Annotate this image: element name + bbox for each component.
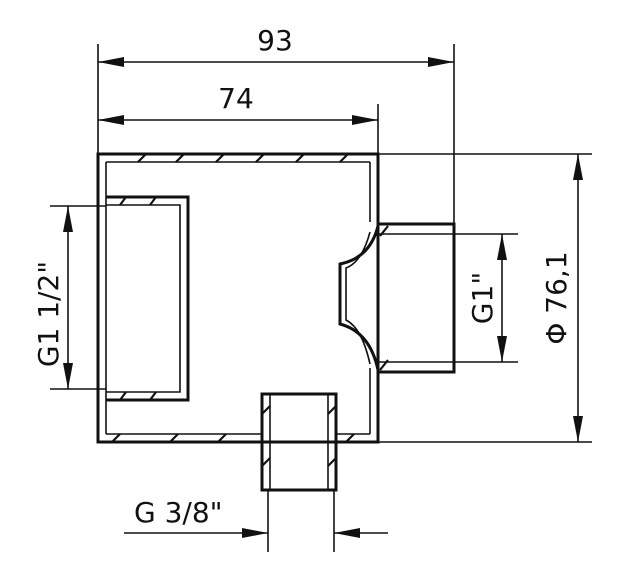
outlet-nozzle bbox=[338, 222, 518, 374]
overall-width-label: 93 bbox=[257, 24, 293, 57]
bottom-wall-hatching bbox=[111, 433, 355, 443]
body-width-label: 74 bbox=[218, 82, 254, 115]
outlet-thread-label: G1" bbox=[466, 272, 499, 324]
dimension-inlet-thread: G1 1/2" bbox=[32, 206, 73, 389]
dimension-body-width: 74 bbox=[98, 82, 378, 125]
dimension-diameter: Φ 76,1 bbox=[540, 154, 583, 442]
drain-nozzle bbox=[260, 392, 338, 552]
drain-thread-label: G 3/8" bbox=[134, 496, 223, 529]
diameter-label: Φ 76,1 bbox=[540, 251, 573, 344]
body-extension-lines bbox=[97, 44, 592, 443]
inlet-thread-insert bbox=[50, 195, 190, 402]
dimension-overall-width: 93 bbox=[98, 24, 454, 67]
dimension-outlet-thread: G1" bbox=[466, 234, 507, 362]
top-wall-hatching bbox=[137, 153, 349, 163]
inlet-thread-label: G1 1/2" bbox=[32, 261, 65, 367]
dimension-drain-thread: G 3/8" bbox=[124, 496, 388, 538]
